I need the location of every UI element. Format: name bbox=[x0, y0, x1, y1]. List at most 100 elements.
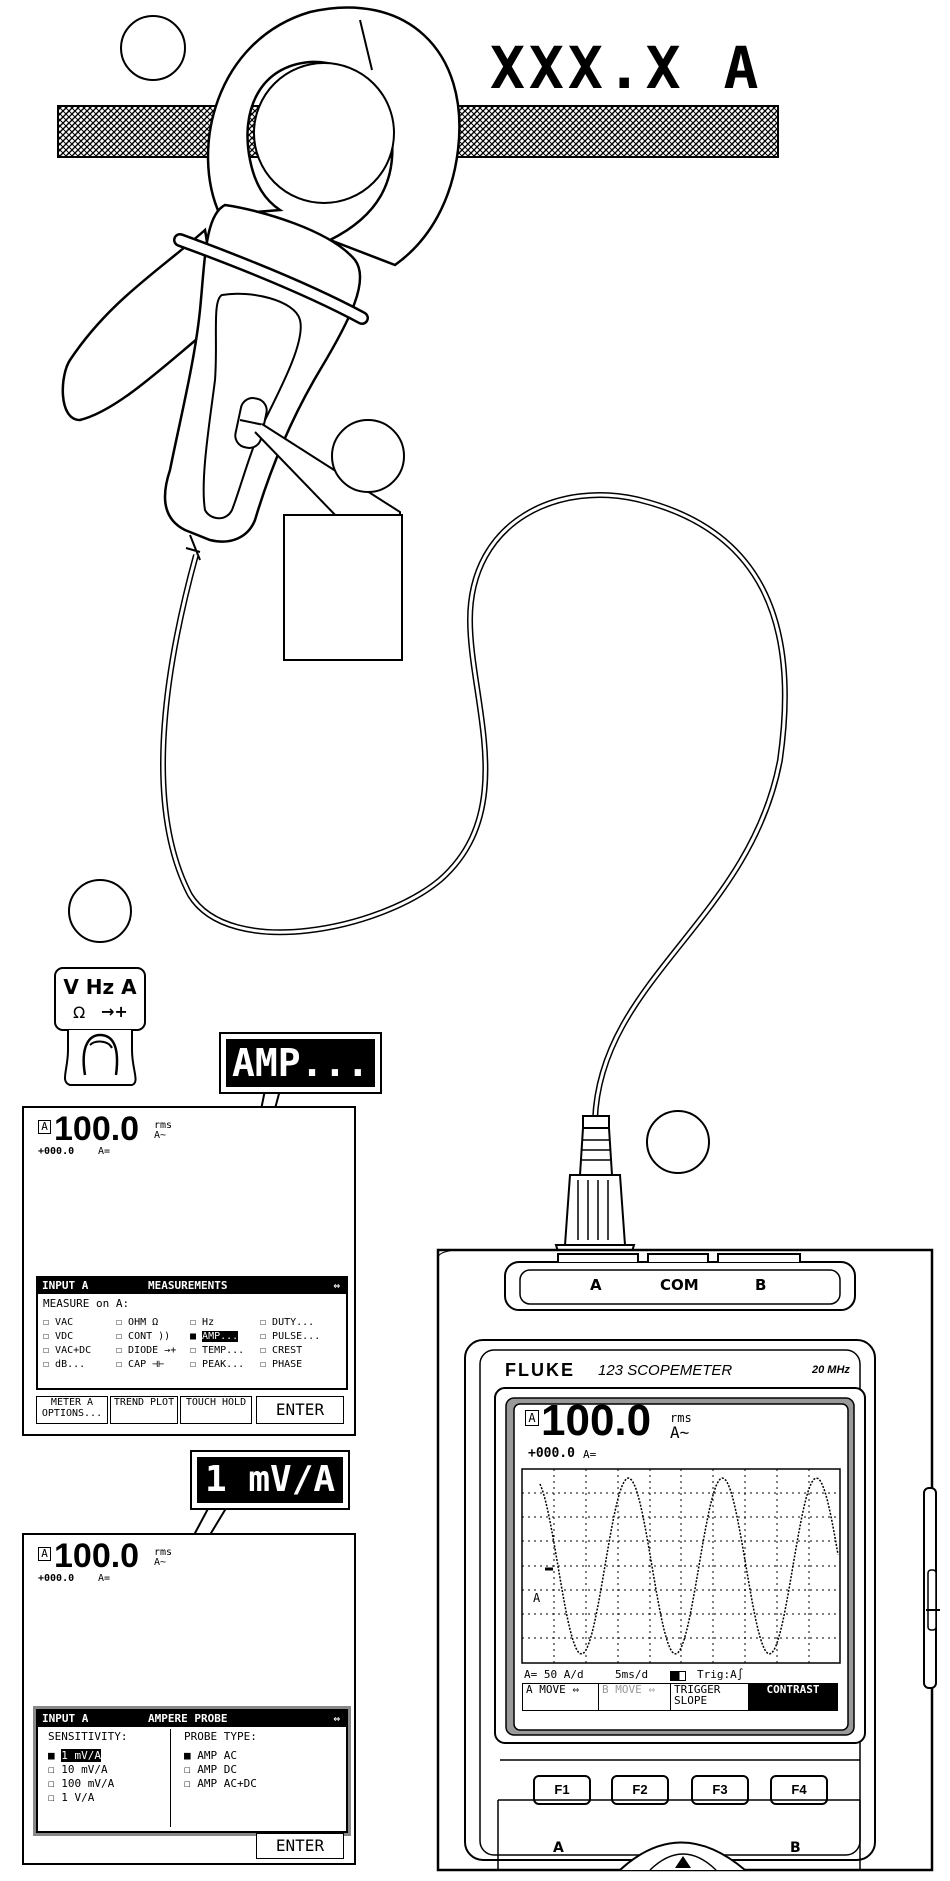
sensitivity-options: ■ 1 mV/A ☐ 10 mV/A ☐ 100 mV/A ☐ 1 V/A bbox=[48, 1749, 114, 1805]
sensitivity-option-selected[interactable]: ■ 1 mV/A bbox=[48, 1749, 101, 1762]
probe-option-selected[interactable]: ■ AMP AC bbox=[184, 1749, 237, 1762]
probe-option[interactable]: ☐ AMP DC bbox=[184, 1763, 237, 1776]
battery-icon bbox=[670, 1671, 686, 1681]
softkey-touch-hold[interactable]: TOUCH HOLD bbox=[180, 1396, 252, 1424]
menu-col-4: ☐ DUTY... ☐ PULSE... ☐ CREST ☐ PHASE bbox=[260, 1316, 320, 1372]
meter-status-time: 5ms/d bbox=[615, 1668, 649, 1681]
current-clamp bbox=[61, 6, 461, 661]
ohm-symbol: Ω bbox=[73, 1003, 86, 1022]
meter-status-amps: A= 50 A/d bbox=[524, 1668, 584, 1681]
sensitivity-option[interactable]: ☐ 10 mV/A bbox=[48, 1763, 108, 1776]
menu-option-amp[interactable]: ■ AMP... bbox=[190, 1331, 239, 1342]
unit-ac: A~ bbox=[154, 1557, 167, 1568]
menu-title: MEASUREMENTS bbox=[148, 1279, 228, 1292]
menu-col-1: ☐ VAC ☐ VDC ☐ VAC+DC ☐ dB... bbox=[43, 1316, 91, 1372]
menu-input: INPUT A bbox=[42, 1712, 89, 1725]
sub-reading: +000.0 bbox=[38, 1573, 75, 1584]
move-icon: ⇔ bbox=[333, 1279, 340, 1292]
switch-detail-box bbox=[283, 514, 403, 661]
menu-option[interactable]: ☐ CONT )) bbox=[116, 1331, 171, 1342]
menu-col-2: ☐ OHM Ω ☐ CONT )) ☐ DIODE →+ ☐ CAP ⊣⊢ bbox=[116, 1316, 176, 1372]
meter-softkey-a-move[interactable]: A MOVE ⇔ bbox=[522, 1683, 599, 1711]
sensitivity-option[interactable]: ☐ 100 mV/A bbox=[48, 1777, 115, 1790]
bandwidth-label: 20 MHz bbox=[812, 1364, 850, 1376]
f4-button[interactable]: F4 bbox=[770, 1775, 828, 1805]
meter-unit-rms: rms bbox=[670, 1411, 692, 1425]
channel-badge: A bbox=[38, 1547, 51, 1561]
menu-option[interactable]: ☐ PULSE... bbox=[260, 1331, 321, 1342]
meter-trace-label: A bbox=[533, 1591, 541, 1605]
sub-unit: A= bbox=[98, 1146, 111, 1157]
channel-badge: A bbox=[38, 1120, 51, 1134]
brand-logo: FLUKE bbox=[505, 1360, 575, 1380]
callout-circle bbox=[331, 419, 405, 493]
meter-sub-unit: A= bbox=[583, 1448, 597, 1461]
menu-header: INPUT A AMPERE PROBE ⇔ bbox=[38, 1711, 346, 1727]
meter-channel-badge: A bbox=[525, 1410, 539, 1426]
screen2: A 100.0 rms A~ +000.0 A= INPUT A AMPERE … bbox=[22, 1533, 356, 1865]
main-reading: 100.0 bbox=[54, 1110, 140, 1148]
menu-option[interactable]: ☐ DIODE →+ bbox=[116, 1345, 177, 1356]
menu-divider bbox=[170, 1729, 171, 1827]
sensitivity-label: SENSITIVITY: bbox=[48, 1730, 128, 1743]
meter-status-trigger: Trig:A∫ bbox=[697, 1668, 744, 1681]
menu-option[interactable]: ☐ VAC bbox=[43, 1317, 74, 1328]
probe-type-options: ■ AMP AC ☐ AMP DC ☐ AMP AC+DC bbox=[184, 1749, 257, 1791]
meter-waveform bbox=[539, 1477, 839, 1655]
callout-circle bbox=[68, 879, 132, 943]
probe-type-label: PROBE TYPE: bbox=[184, 1730, 257, 1743]
softkey-meter-options[interactable]: METER A OPTIONS... bbox=[36, 1396, 108, 1424]
f2-button[interactable]: F2 bbox=[611, 1775, 669, 1805]
menu-option[interactable]: ☐ VDC bbox=[43, 1331, 74, 1342]
meter-sub-reading: +000.0 bbox=[528, 1446, 575, 1461]
unit-ac: A~ bbox=[154, 1130, 167, 1141]
move-icon: ⇔ bbox=[572, 1683, 579, 1696]
probe-option[interactable]: ☐ AMP AC+DC bbox=[184, 1777, 257, 1790]
sub-unit: A= bbox=[98, 1573, 111, 1584]
menu-prompt: MEASURE on A: bbox=[43, 1297, 130, 1310]
function-key-press bbox=[54, 967, 146, 1086]
meter-softkey-contrast[interactable]: CONTRAST bbox=[748, 1683, 838, 1711]
callout-circle bbox=[120, 15, 186, 81]
menu-option[interactable]: ☐ OHM Ω bbox=[116, 1317, 159, 1328]
softkey-enter[interactable]: ENTER bbox=[256, 1833, 344, 1859]
model-name: 123 SCOPEMETER bbox=[598, 1362, 733, 1379]
menu-option[interactable]: ☐ DUTY... bbox=[260, 1317, 315, 1328]
menu-option[interactable]: ☐ CREST bbox=[260, 1345, 303, 1356]
meter-unit-ac: A~ bbox=[670, 1423, 690, 1442]
measurements-menu: INPUT A MEASUREMENTS ⇔ MEASURE on A: ☐ V… bbox=[36, 1276, 348, 1390]
menu-col-3: ☐ Hz ■ AMP... ☐ TEMP... ☐ PEAK... bbox=[190, 1316, 244, 1372]
unit-rms: rms bbox=[154, 1120, 173, 1131]
jack-a-label: A bbox=[590, 1276, 602, 1294]
menu-option[interactable]: ☐ VAC+DC bbox=[43, 1345, 92, 1356]
callout-circle bbox=[646, 1110, 710, 1174]
menu-option[interactable]: ☐ TEMP... bbox=[190, 1345, 245, 1356]
ampere-probe-menu: INPUT A AMPERE PROBE ⇔ SENSITIVITY: ■ 1 … bbox=[33, 1706, 351, 1836]
scopemeter-body bbox=[436, 1248, 940, 1872]
menu-option[interactable]: ☐ PHASE bbox=[260, 1359, 303, 1370]
menu-option[interactable]: ☐ PEAK... bbox=[190, 1359, 245, 1370]
f1-button[interactable]: F1 bbox=[533, 1775, 591, 1805]
softkey-trend-plot[interactable]: TREND PLOT bbox=[110, 1396, 178, 1424]
menu-option[interactable]: ☐ CAP ⊣⊢ bbox=[116, 1359, 165, 1370]
sensitivity-option[interactable]: ☐ 1 V/A bbox=[48, 1791, 95, 1804]
main-reading: 100.0 bbox=[54, 1537, 140, 1575]
unit-rms: rms bbox=[154, 1547, 173, 1558]
function-key-label[interactable]: V Hz A bbox=[63, 975, 137, 999]
f3-button[interactable]: F3 bbox=[691, 1775, 749, 1805]
move-icon: ⇔ bbox=[333, 1712, 340, 1725]
a-button-label[interactable]: A bbox=[553, 1840, 564, 1856]
b-button-label[interactable]: B bbox=[790, 1840, 801, 1856]
meter-main-reading: 100.0 bbox=[541, 1396, 652, 1445]
sub-reading: +000.0 bbox=[38, 1146, 75, 1157]
screen1: A 100.0 rms A~ +000.0 A= INPUT A MEASURE… bbox=[22, 1106, 356, 1436]
menu-option[interactable]: ☐ dB... bbox=[43, 1359, 86, 1370]
probe-plug bbox=[554, 1115, 636, 1259]
softkey-enter[interactable]: ENTER bbox=[256, 1396, 344, 1424]
menu-option[interactable]: ☐ Hz bbox=[190, 1317, 215, 1328]
meter-softkey-b-move[interactable]: B MOVE ⇔ bbox=[598, 1683, 671, 1711]
meter-graticule bbox=[521, 1468, 841, 1664]
meter-softkey-trigger-slope[interactable]: TRIGGER SLOPE bbox=[670, 1683, 749, 1711]
menu-header: INPUT A MEASUREMENTS ⇔ bbox=[38, 1278, 346, 1294]
